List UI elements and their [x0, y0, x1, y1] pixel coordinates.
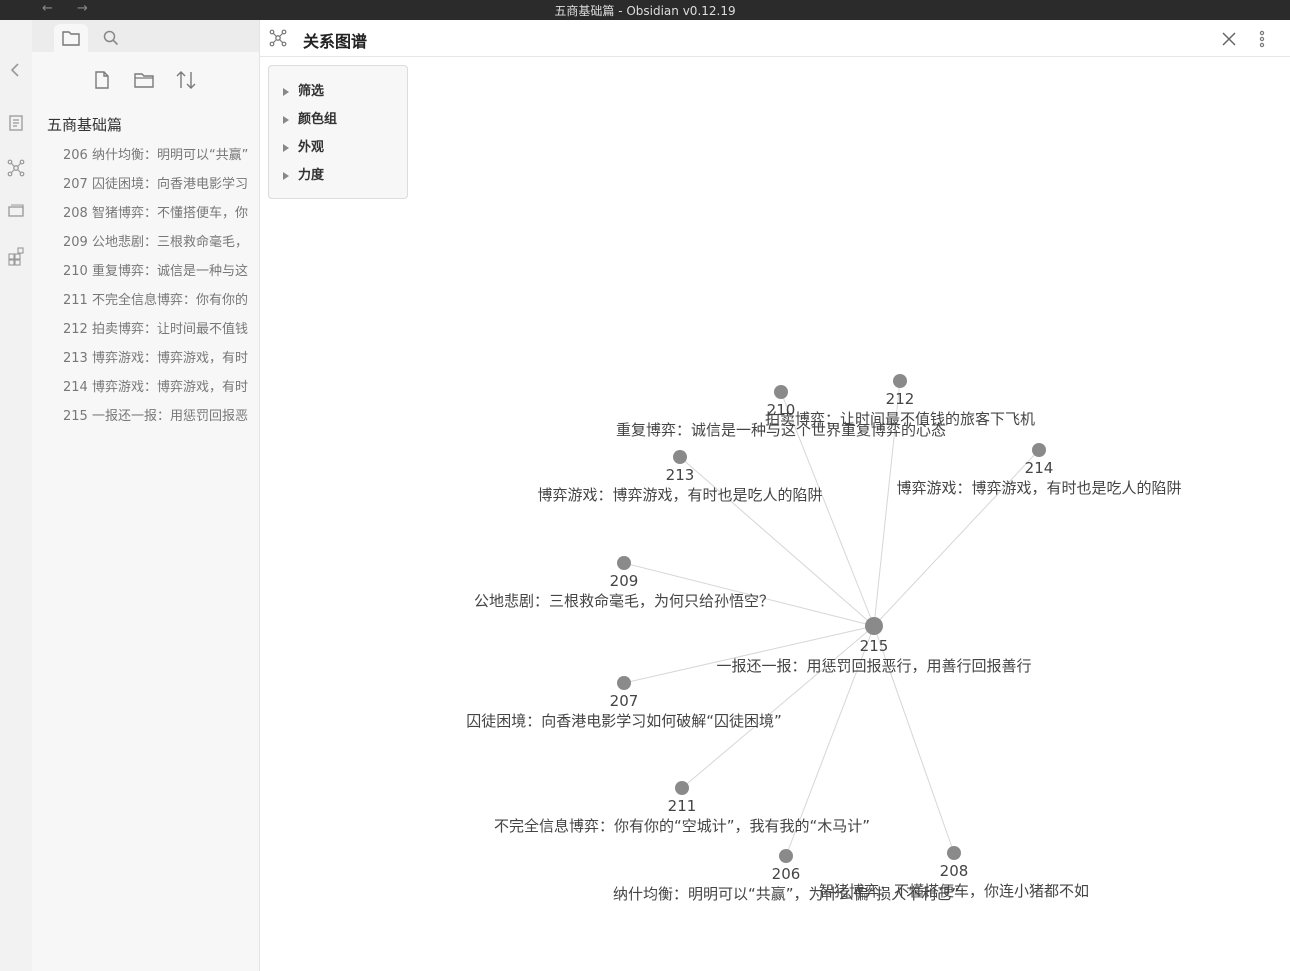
window-title: 五商基础篇 - Obsidian v0.12.19	[554, 4, 736, 18]
graph-node-206[interactable]	[779, 849, 793, 863]
filters-section[interactable]: 筛选	[283, 80, 324, 99]
close-icon[interactable]	[1220, 30, 1238, 48]
file-list: 206 纳什均衡：明明可以“共赢” 207 囚徒困境：向香港电影学习 208 智…	[63, 144, 259, 434]
graph-controls-panel: 筛选 颜色组 外观 力度	[268, 65, 408, 199]
quick-switcher-icon[interactable]	[6, 113, 26, 133]
graph-link-215-208	[873, 625, 955, 854]
graph-node-211[interactable]	[675, 781, 689, 795]
pane-header: 关系图谱	[260, 20, 1290, 57]
file-item-206[interactable]: 206 纳什均衡：明明可以“共赢”	[63, 148, 249, 163]
graph-node-label-212: 212	[886, 390, 915, 408]
graph-node-title-207: 囚徒困境：向香港电影学习如何破解“囚徒困境”	[466, 712, 782, 730]
forces-label: 力度	[298, 168, 325, 183]
search-tab[interactable]	[94, 24, 128, 52]
graph-node-label-209: 209	[610, 572, 639, 590]
sort-button[interactable]	[174, 68, 198, 92]
window-title-bar: ← → 五商基础篇 - Obsidian v0.12.19	[0, 0, 1290, 20]
new-folder-icon	[134, 73, 154, 88]
graph-node-213[interactable]	[673, 450, 687, 464]
graph-node-212[interactable]	[893, 374, 907, 388]
graph-node-title-212: 拍卖博弈：让时间最不值钱的旅客下飞机	[765, 410, 1035, 428]
file-item-208[interactable]: 208 智猪博弈：不懂搭便车，你	[63, 206, 248, 221]
graph-link-215-213	[679, 456, 875, 627]
collapse-icon[interactable]	[6, 60, 26, 80]
graph-node-label-211: 211	[668, 797, 697, 815]
file-item-209[interactable]: 209 公地悲剧：三根救命毫毛，	[63, 235, 248, 250]
graph-link-215-212	[873, 380, 901, 627]
left-ribbon	[0, 20, 33, 971]
display-label: 外观	[298, 140, 325, 155]
graph-node-207[interactable]	[617, 676, 631, 690]
color-groups-section[interactable]: 颜色组	[283, 108, 337, 127]
color-groups-label: 颜色组	[298, 112, 338, 127]
file-item-215[interactable]: 215 一报还一报：用惩罚回报恶	[63, 409, 248, 424]
graph-view-icon	[268, 28, 288, 48]
graph-view-pane: 215 一报还一报：用惩罚回报恶行，用善行回报善行 210 重复博弈：诚信是一种与这个…	[260, 20, 1290, 971]
file-item-212[interactable]: 212 拍卖博弈：让时间最不值钱	[63, 322, 248, 337]
expand-triangle-icon	[283, 143, 289, 152]
graph-node-title-208: 智猪博弈：不懂搭便车，你连小猪都不如	[819, 882, 1089, 900]
display-section[interactable]: 外观	[283, 136, 324, 155]
forces-section[interactable]: 力度	[283, 164, 324, 183]
graph-link-215-206	[785, 625, 875, 857]
graph-node-209[interactable]	[617, 556, 631, 570]
graph-link-215-210	[780, 391, 875, 627]
graph-link-215-214	[873, 449, 1040, 627]
new-folder-button[interactable]	[132, 68, 156, 92]
graph-node-label-213: 213	[666, 466, 695, 484]
graph-node-208[interactable]	[947, 846, 961, 860]
graph-node-label-214: 214	[1025, 459, 1054, 477]
command-palette-icon[interactable]	[6, 246, 26, 266]
graph-node-214[interactable]	[1032, 443, 1046, 457]
graph-node-title-215: 一报还一报：用惩罚回报恶行，用善行回报善行	[716, 657, 1031, 675]
graph-node-label-207: 207	[610, 692, 639, 710]
graph-node-label-210: 210	[767, 401, 796, 419]
graph-link-215-211	[681, 625, 875, 789]
back-arrow-icon[interactable]: ←	[42, 1, 53, 16]
more-options-icon[interactable]	[1256, 29, 1268, 49]
file-item-211[interactable]: 211 不完全信息博弈：你有你的	[63, 293, 248, 308]
filters-label: 筛选	[298, 84, 325, 99]
folder-title[interactable]: 五商基础篇	[47, 116, 123, 134]
slides-icon[interactable]	[6, 201, 26, 221]
graph-link-215-209	[623, 562, 875, 627]
graph-node-210[interactable]	[774, 385, 788, 399]
file-item-214[interactable]: 214 博弈游戏：博弈游戏，有时	[63, 380, 248, 395]
graph-node-title-209: 公地悲剧：三根救命毫毛，为何只给孙悟空？	[474, 592, 774, 610]
file-item-213[interactable]: 213 博弈游戏：博弈游戏，有时	[63, 351, 248, 366]
sort-icon	[176, 71, 196, 89]
search-icon	[103, 30, 119, 46]
file-item-210[interactable]: 210 重复博弈：诚信是一种与这	[63, 264, 248, 279]
expand-triangle-icon	[283, 115, 289, 124]
graph-node-label-206: 206	[772, 865, 801, 883]
file-explorer-tab[interactable]	[54, 24, 88, 52]
expand-triangle-icon	[283, 171, 289, 180]
graph-node-label-215: 215	[860, 637, 889, 655]
new-note-button[interactable]	[90, 68, 114, 92]
sidebar-tab-strip	[32, 20, 259, 52]
file-explorer-sidebar: 五商基础篇 206 纳什均衡：明明可以“共赢” 207 囚徒困境：向香港电影学习…	[32, 20, 260, 971]
graph-canvas[interactable]: 215 一报还一报：用惩罚回报恶行，用善行回报善行 210 重复博弈：诚信是一种与这个…	[260, 20, 1290, 971]
graph-node-title-211: 不完全信息博弈：你有你的“空城计”，我有我的“木马计”	[494, 817, 870, 835]
graph-link-215-207	[623, 625, 875, 684]
expand-triangle-icon	[283, 87, 289, 96]
graph-node-title-213: 博弈游戏：博弈游戏，有时也是吃人的陷阱	[537, 486, 822, 504]
new-note-icon	[95, 71, 109, 89]
graph-node-title-210: 重复博弈：诚信是一种与这个世界重复博弈的心态	[616, 421, 946, 439]
folder-icon	[62, 31, 80, 46]
graph-node-label-208: 208	[940, 862, 969, 880]
forward-arrow-icon[interactable]: →	[77, 1, 88, 16]
graph-view-icon[interactable]	[6, 158, 26, 178]
graph-node-title-206: 纳什均衡：明明可以“共赢”，为什么偏“损人不利己”	[613, 885, 959, 903]
file-item-207[interactable]: 207 囚徒困境：向香港电影学习	[63, 177, 248, 192]
graph-node-title-214: 博弈游戏：博弈游戏，有时也是吃人的陷阱	[896, 479, 1181, 497]
pane-title: 关系图谱	[303, 32, 368, 51]
graph-node-215[interactable]	[865, 617, 883, 635]
